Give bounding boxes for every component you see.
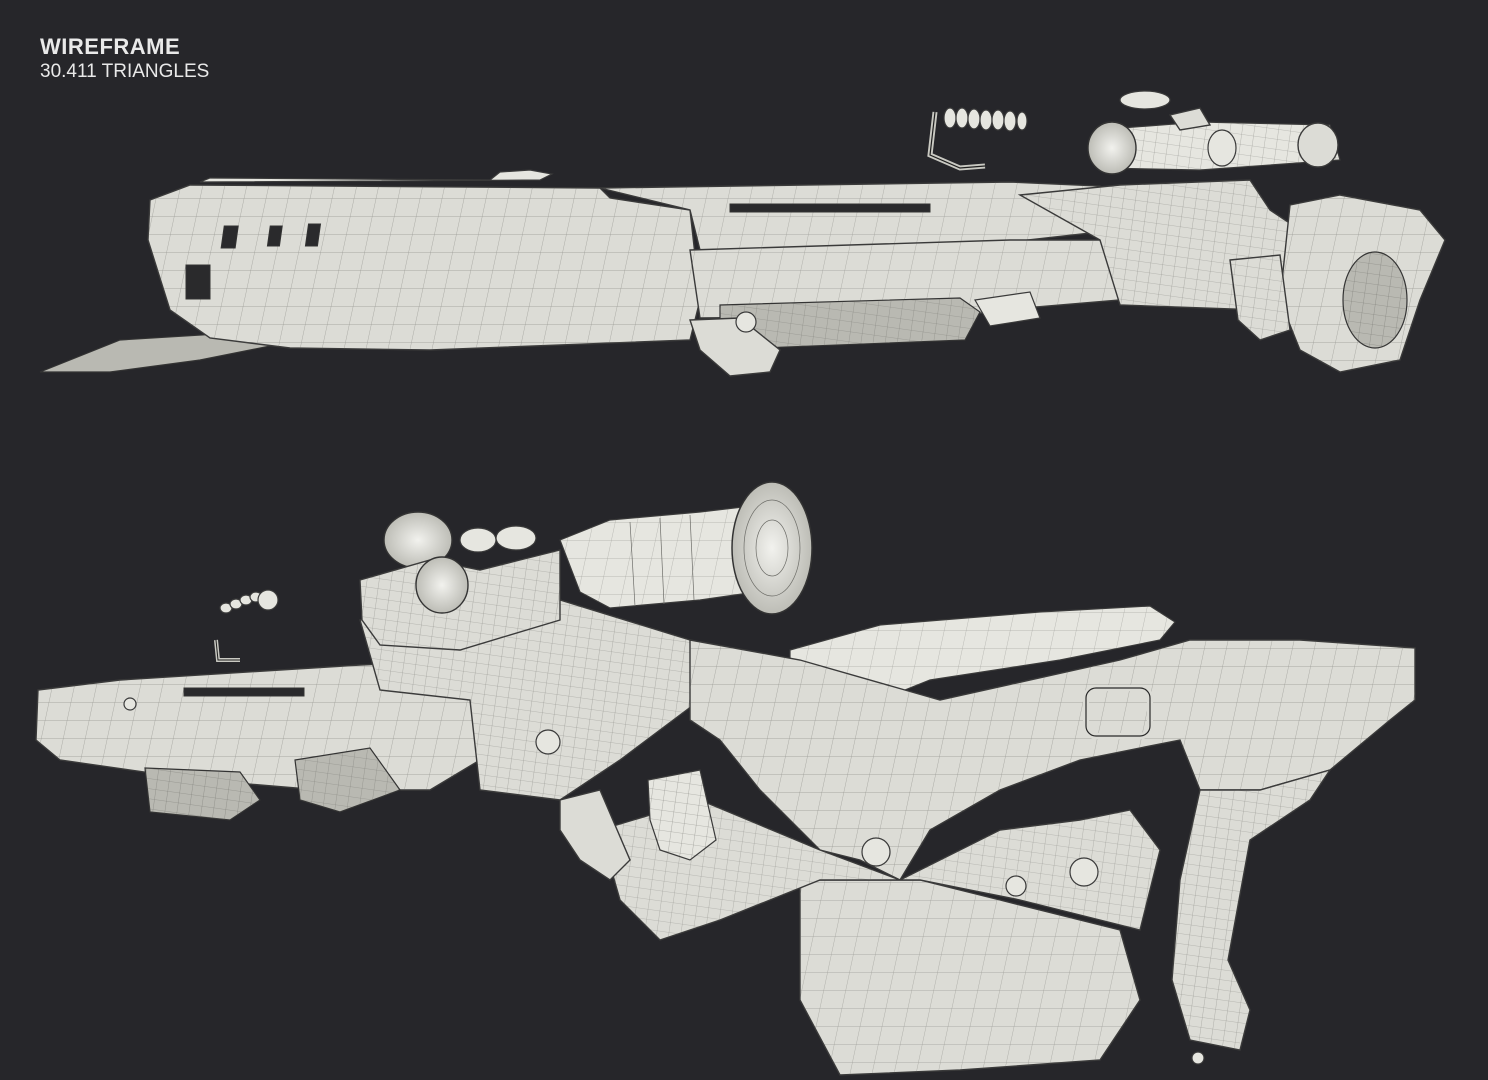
caption: WIREFRAME 30.411 TRIANGLES (40, 34, 209, 84)
rifle-side-view (39, 90, 1446, 377)
spring-coil (943, 107, 1028, 132)
spring-coil-2 (219, 589, 279, 614)
caption-subtitle: 30.411 TRIANGLES (40, 61, 210, 82)
caption-title: WIREFRAME (40, 34, 181, 59)
rifle-perspective-view (35, 481, 1416, 1076)
